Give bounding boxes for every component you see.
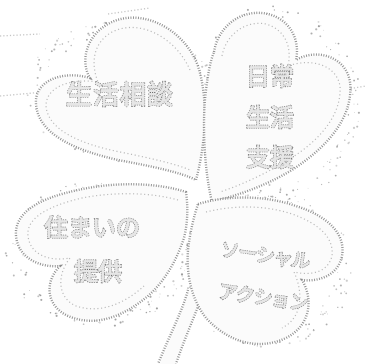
leaf-daily-life-support-label-line-1: 日常 bbox=[246, 63, 294, 91]
background-dotted-line bbox=[0, 7, 366, 97]
clover-stem bbox=[156, 289, 204, 364]
leaf-daily-life-support bbox=[202, 11, 352, 204]
leaf-social-action bbox=[186, 196, 344, 346]
leaf-housing-provision-label-line-1: 住まいの bbox=[44, 214, 140, 242]
leaf-consultation-label: 生活相談 bbox=[66, 80, 174, 111]
leaf-housing-provision-label-line-2: 提供 bbox=[74, 258, 122, 286]
leaf-daily-life-support-label-line-2: 生活 bbox=[246, 104, 294, 132]
leaf-consultation bbox=[34, 16, 206, 182]
leaf-housing-provision bbox=[14, 183, 189, 322]
leaf-daily-life-support-label-line-3: 支援 bbox=[246, 144, 295, 172]
